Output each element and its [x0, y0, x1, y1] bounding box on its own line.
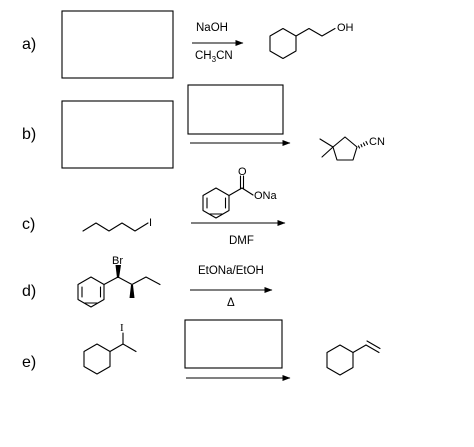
answer-box-a-reactant[interactable] [61, 10, 174, 79]
answer-box-e-reagent[interactable] [184, 319, 283, 369]
answer-box-b-reactant[interactable] [61, 100, 174, 169]
problem-label-b: b) [22, 126, 36, 143]
wedge-bond-br [115, 265, 121, 278]
cyclohexane-ring [83, 343, 111, 375]
reagent-acetonitrile: CH3CN [195, 50, 233, 64]
cyclohexane-ring [269, 27, 297, 60]
problem-c: c) I O ONa DMF [22, 166, 286, 247]
reagent-etona-etoh: EtONa/EtOH [198, 265, 264, 277]
wedge-bond-methyl [129, 285, 135, 298]
cyclopentane-ring [332, 136, 358, 161]
ethyl-chain [295, 27, 336, 37]
iodine-atom-label: I [120, 322, 124, 334]
ethyl-chain [131, 276, 161, 286]
bromine-atom-label: Br [112, 255, 123, 267]
methyl-2 [321, 146, 334, 158]
problem-label-a: a) [22, 36, 36, 53]
carbonyl-carbon-bond [228, 187, 243, 197]
reagent-dmf: DMF [229, 235, 254, 247]
pentyl-chain [82, 222, 149, 232]
problem-label-e: e) [22, 354, 36, 371]
problem-d: d) Br EtONa/EtOH Δ [22, 255, 273, 309]
reactant-bromo-phenylbutane: Br [77, 255, 161, 308]
problem-a: a) NaOH CH3CN OH [22, 10, 354, 79]
reactant-iodopentane: I [82, 217, 152, 232]
sodium-oxide-label: ONa [254, 190, 278, 202]
problem-label-c: c) [22, 216, 35, 233]
product-vinylcyclohexane [326, 340, 381, 376]
carboxylate-bond [241, 187, 254, 196]
reactant-iodoethylcyclohexane: I [83, 322, 137, 375]
carbonyl-oxygen-label: O [238, 166, 247, 178]
hashed-wedge-bond [357, 140, 369, 149]
problem-e: e) I [22, 319, 381, 381]
methyl [122, 343, 137, 353]
iodine-atom-label: I [149, 217, 152, 229]
reagent-naoh: NaOH [196, 22, 228, 34]
hydroxyl-atom-label: OH [337, 22, 354, 34]
problem-label-d: d) [22, 283, 36, 300]
product-cyclohexylethanol: OH [269, 22, 354, 60]
cyclohexane-ring [326, 344, 354, 376]
methyl-1 [319, 138, 334, 148]
nitrile-atom-label: CN [369, 136, 385, 148]
reagent-sodium-benzoate: O ONa [202, 166, 278, 219]
c2-bond [117, 276, 133, 286]
c1-bond [103, 276, 119, 286]
vinyl-double-bond [365, 344, 380, 354]
answer-box-b-reagent[interactable] [187, 84, 284, 135]
reagent-heat: Δ [227, 297, 235, 309]
problem-b: b) CN [22, 84, 385, 169]
product-dimethylcyclopentane-nitrile: CN [319, 136, 385, 161]
